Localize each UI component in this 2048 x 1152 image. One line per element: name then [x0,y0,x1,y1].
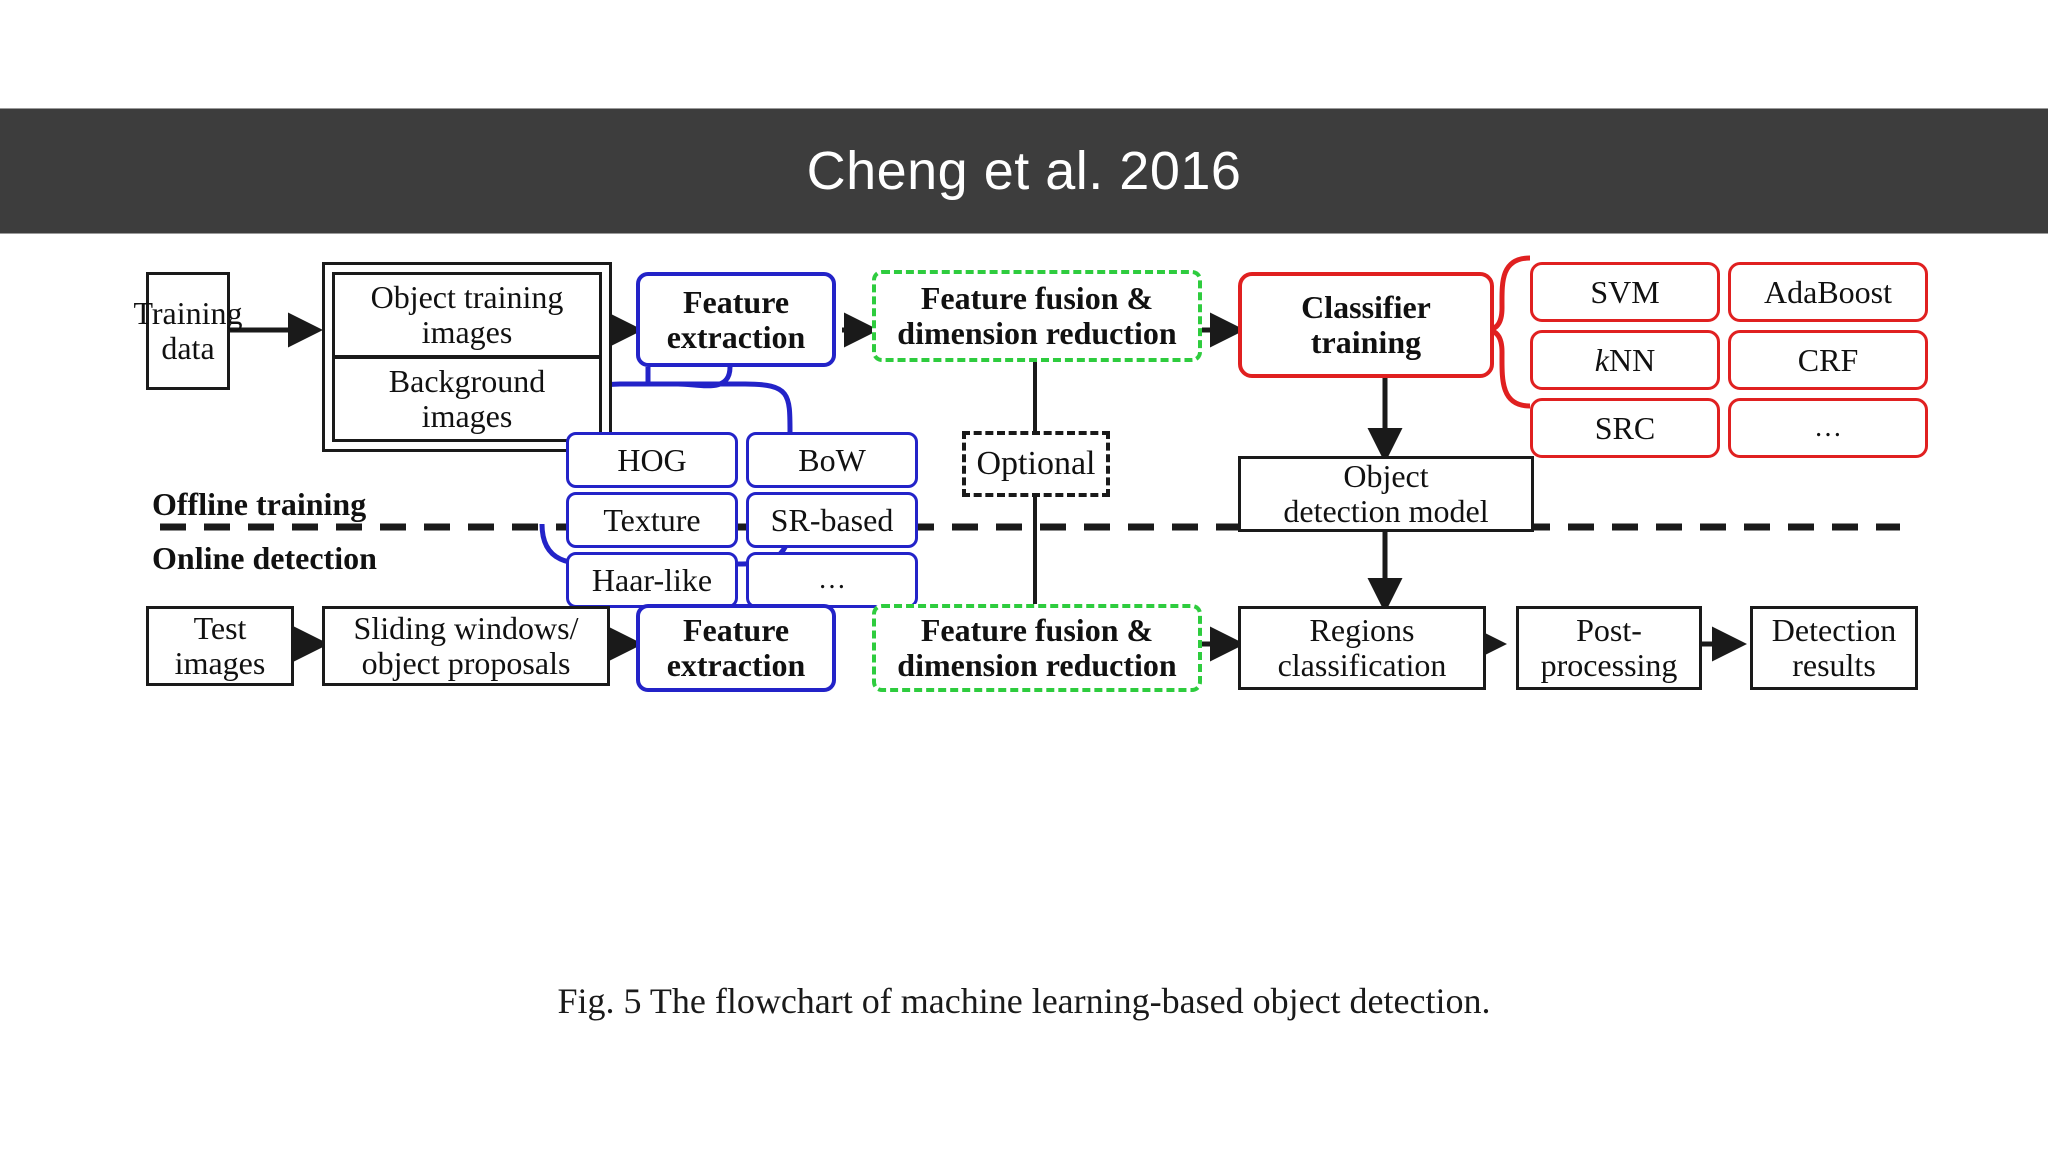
page-title: Cheng et al. 2016 [806,141,1242,201]
figure-caption: Fig. 5 The flowchart of machine learning… [557,981,1491,1021]
node-optional[interactable]: Optional [962,431,1110,497]
feature-option-sr-based[interactable]: SR-based [746,492,918,548]
classifier-option-src[interactable]: SRC [1530,398,1720,458]
classifier-option-crf[interactable]: CRF [1728,330,1928,390]
feature-option-texture[interactable]: Texture [566,492,738,548]
node-feature-fusion-offline[interactable]: Feature fusion & dimension reduction [872,270,1202,362]
feature-option-more[interactable]: … [746,552,918,608]
phase-label-offline: Offline training [152,486,367,522]
node-feature-fusion-online[interactable]: Feature fusion & dimension reduction [872,604,1202,692]
classifier-option-svm[interactable]: SVM [1530,262,1720,322]
node-sliding-windows[interactable]: Sliding windows/object proposals [322,606,610,686]
phase-label-online: Online detection [152,540,377,576]
slide-title-bar: Cheng et al. 2016 [0,108,2048,234]
feature-option-haar-like[interactable]: Haar-like [566,552,738,608]
classifier-option-adaboost[interactable]: AdaBoost [1728,262,1928,322]
feature-option-bow[interactable]: BoW [746,432,918,488]
node-post-processing[interactable]: Post-processing [1516,606,1702,690]
classifier-option-more[interactable]: … [1728,398,1928,458]
feature-option-hog[interactable]: HOG [566,432,738,488]
